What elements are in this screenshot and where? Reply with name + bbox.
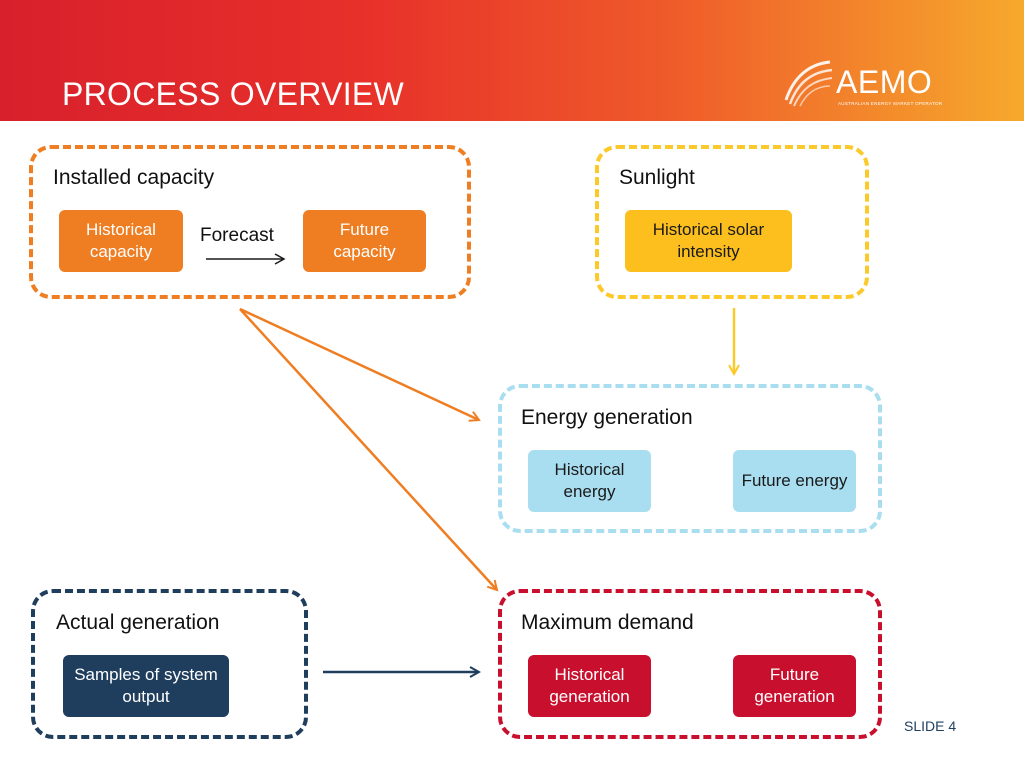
node-future-generation: Future generation [733,655,856,717]
edge-label-forecast: Forecast [200,225,274,246]
aemo-logo: AEMO AUSTRALIAN ENERGY MARKET OPERATOR [780,56,950,112]
group-energy-generation [498,384,882,533]
logo-subtext: AUSTRALIAN ENERGY MARKET OPERATOR [838,101,943,106]
node-future-energy: Future energy [733,450,856,512]
slide-number: SLIDE 4 [904,718,957,734]
group-title-maximum-demand: Maximum demand [521,611,694,634]
node-historical-energy: Historical energy [528,450,651,512]
group-maximum-demand [498,589,882,739]
logo-wordmark: AEMO [836,64,933,100]
node-samples-of-system-output: Samples of system output [63,655,229,717]
edge-installed-to-energy [239,307,479,420]
group-actual-generation [31,589,308,739]
edge-installed-to-maxdemand [239,308,497,590]
group-installed-capacity [29,145,471,299]
header-banner: PROCESS OVERVIEW AEMO AUSTRALIAN ENERGY … [0,0,1024,121]
node-historical-capacity: Historical capacity [59,210,183,272]
group-title-energy-generation: Energy generation [521,406,693,429]
page-title: PROCESS OVERVIEW [62,76,405,112]
node-historical-solar-intensity: Historical solar intensity [625,210,792,272]
group-title-actual-generation: Actual generation [56,611,220,634]
node-future-capacity: Future capacity [303,210,426,272]
node-historical-generation: Historical generation [528,655,651,717]
group-title-sunlight: Sunlight [619,166,695,189]
group-title-installed-capacity: Installed capacity [53,166,215,189]
aemo-swirl-icon [784,60,833,107]
group-sunlight [595,145,869,299]
